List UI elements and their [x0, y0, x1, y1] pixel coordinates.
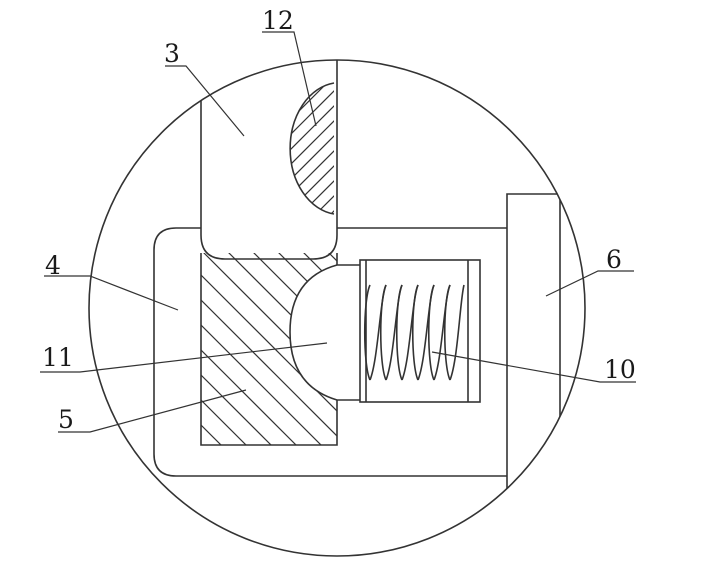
leader-5: [58, 389, 247, 433]
leader-3: [165, 65, 245, 137]
label-5: 5: [58, 405, 74, 434]
label-4: 4: [45, 251, 61, 280]
part-12-outline: [289, 82, 335, 215]
ball-cutout: [290, 265, 360, 400]
leader-4: [44, 275, 179, 311]
spring-housing: [359, 259, 481, 403]
label-6: 6: [606, 245, 622, 274]
leader-10: [431, 351, 636, 383]
label-3: 3: [164, 39, 180, 68]
ball-11: [289, 264, 360, 401]
part-12-hatching: [290, 83, 334, 214]
leader-6: [545, 270, 634, 297]
label-12: 12: [262, 6, 294, 35]
leader-11: [40, 342, 328, 373]
housing-block-4: [153, 227, 507, 477]
leader-12: [262, 31, 317, 127]
side-plate-6: [506, 193, 561, 556]
label-10: 10: [604, 355, 636, 384]
label-11: 11: [42, 343, 74, 372]
vertical-bar-3: [200, 60, 338, 260]
spring-10: [363, 284, 465, 381]
